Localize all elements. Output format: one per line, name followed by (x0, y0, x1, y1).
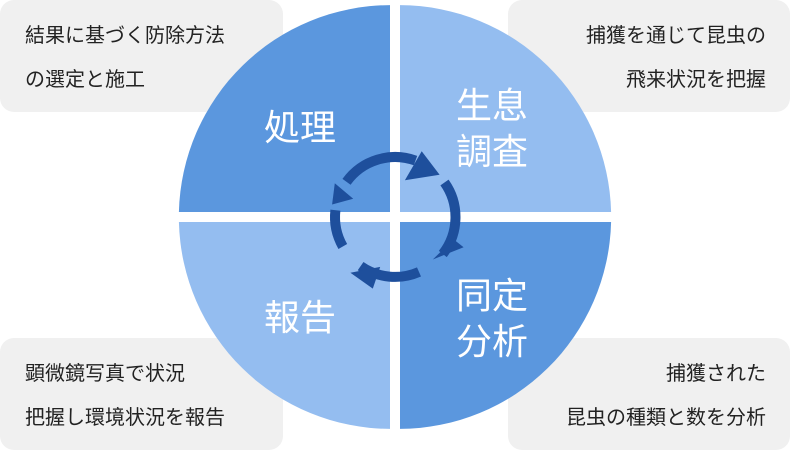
quadrant-top-right (400, 5, 612, 212)
note-line: 把握し環境状況を報告 (25, 405, 225, 429)
quadrant-bottom-left (178, 222, 390, 429)
quadrant-bottom-right (400, 222, 612, 429)
quadrant-label-bottom-right-line2: 分析 (456, 322, 528, 363)
note-line: 昆虫の種類と数を分析 (566, 405, 766, 429)
quadrant-label-top-right-line2: 調査 (456, 132, 528, 173)
cycle-arc-bottom (357, 261, 421, 282)
cycle-arc-left (330, 209, 348, 249)
note-line: 捕獲を通じて昆虫の (586, 23, 766, 47)
note-line: 顕微鏡写真で状況 (25, 361, 185, 385)
quadrant-label-bottom-right-line1: 同定 (456, 276, 528, 317)
note-line: 結果に基づく防除方法 (25, 23, 225, 47)
quadrant-label-bottom-left: 報告 (264, 298, 336, 339)
note-line: の選定と施工 (25, 67, 145, 91)
quadrant-top-left (178, 5, 390, 212)
cycle-arc-top (342, 152, 418, 185)
cycle-arrowhead-bottom-left (350, 266, 381, 289)
cycle-arrowhead-top-right (404, 151, 440, 181)
note-line: 飛来状況を把握 (626, 67, 766, 91)
cycle-arrowhead-bottom-right (432, 239, 464, 260)
quadrant-label-top-right-line1: 生息 (456, 86, 528, 127)
note-top-left: 結果に基づく防除方法 の選定と施工 (0, 0, 283, 112)
cycle-arrowhead-left (332, 183, 354, 205)
note-line: 捕獲された (666, 361, 766, 385)
quadrant-label-top-left: 処理 (264, 108, 336, 149)
cycle-arrows (330, 151, 464, 289)
